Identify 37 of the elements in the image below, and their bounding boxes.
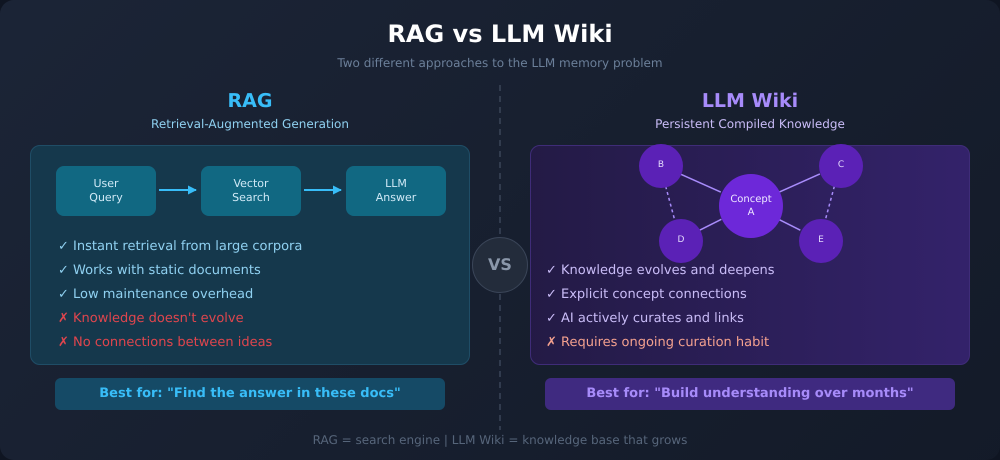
link-line <box>680 173 722 193</box>
process-box: User Query <box>56 166 156 216</box>
con-item: ✗ No connections between ideas <box>58 335 272 350</box>
concept-circle: B <box>639 144 683 188</box>
pro-item: ✓ Explicit concept connections <box>546 287 747 302</box>
pro-item: ✓ Knowledge evolves and deepens <box>546 263 775 278</box>
concept-circle: C <box>819 144 863 188</box>
summary-banner: Best for: "Find the answer in these docs" <box>55 378 445 410</box>
summary-banner: Best for: "Build understanding over months" <box>545 378 955 410</box>
section-heading: LLM Wiki <box>702 90 798 112</box>
dashed-link <box>824 186 836 219</box>
section-heading: RAG <box>228 90 272 112</box>
pro-item: ✓ Works with static documents <box>58 263 261 278</box>
con-item: ✗ Requires ongoing curation habit <box>546 335 770 350</box>
con-item: ✗ Knowledge doesn't evolve <box>58 311 244 326</box>
pro-item: ✓ AI actively curates and links <box>546 311 744 326</box>
concept-circle: Concept A <box>719 174 783 238</box>
link-line <box>778 218 801 231</box>
dashed-link <box>664 186 676 219</box>
arrow <box>304 186 342 194</box>
section-subtitle: Retrieval-Augmented Generation <box>151 117 349 131</box>
link-line <box>778 173 820 193</box>
arrow <box>159 186 197 194</box>
card-panel <box>530 145 970 365</box>
vs-circle: VS <box>472 237 528 293</box>
card-panel <box>30 145 470 365</box>
pro-item: ✓ Low maintenance overhead <box>58 287 254 302</box>
footer-caption: RAG = search engine | LLM Wiki = knowledge base that grows <box>312 433 688 447</box>
pro-item: ✓ Instant retrieval from large corpora <box>58 239 302 254</box>
diagram-title: RAG vs LLM Wiki <box>387 20 613 48</box>
subtitle: Two different approaches to the LLM memory problem <box>337 56 663 70</box>
process-box: Vector Search <box>201 166 301 216</box>
link-line <box>699 218 722 231</box>
section-subtitle: Persistent Compiled Knowledge <box>655 117 845 131</box>
process-box: LLM Answer <box>346 166 446 216</box>
concept-circle: E <box>799 219 843 263</box>
concept-circle: D <box>659 219 703 263</box>
